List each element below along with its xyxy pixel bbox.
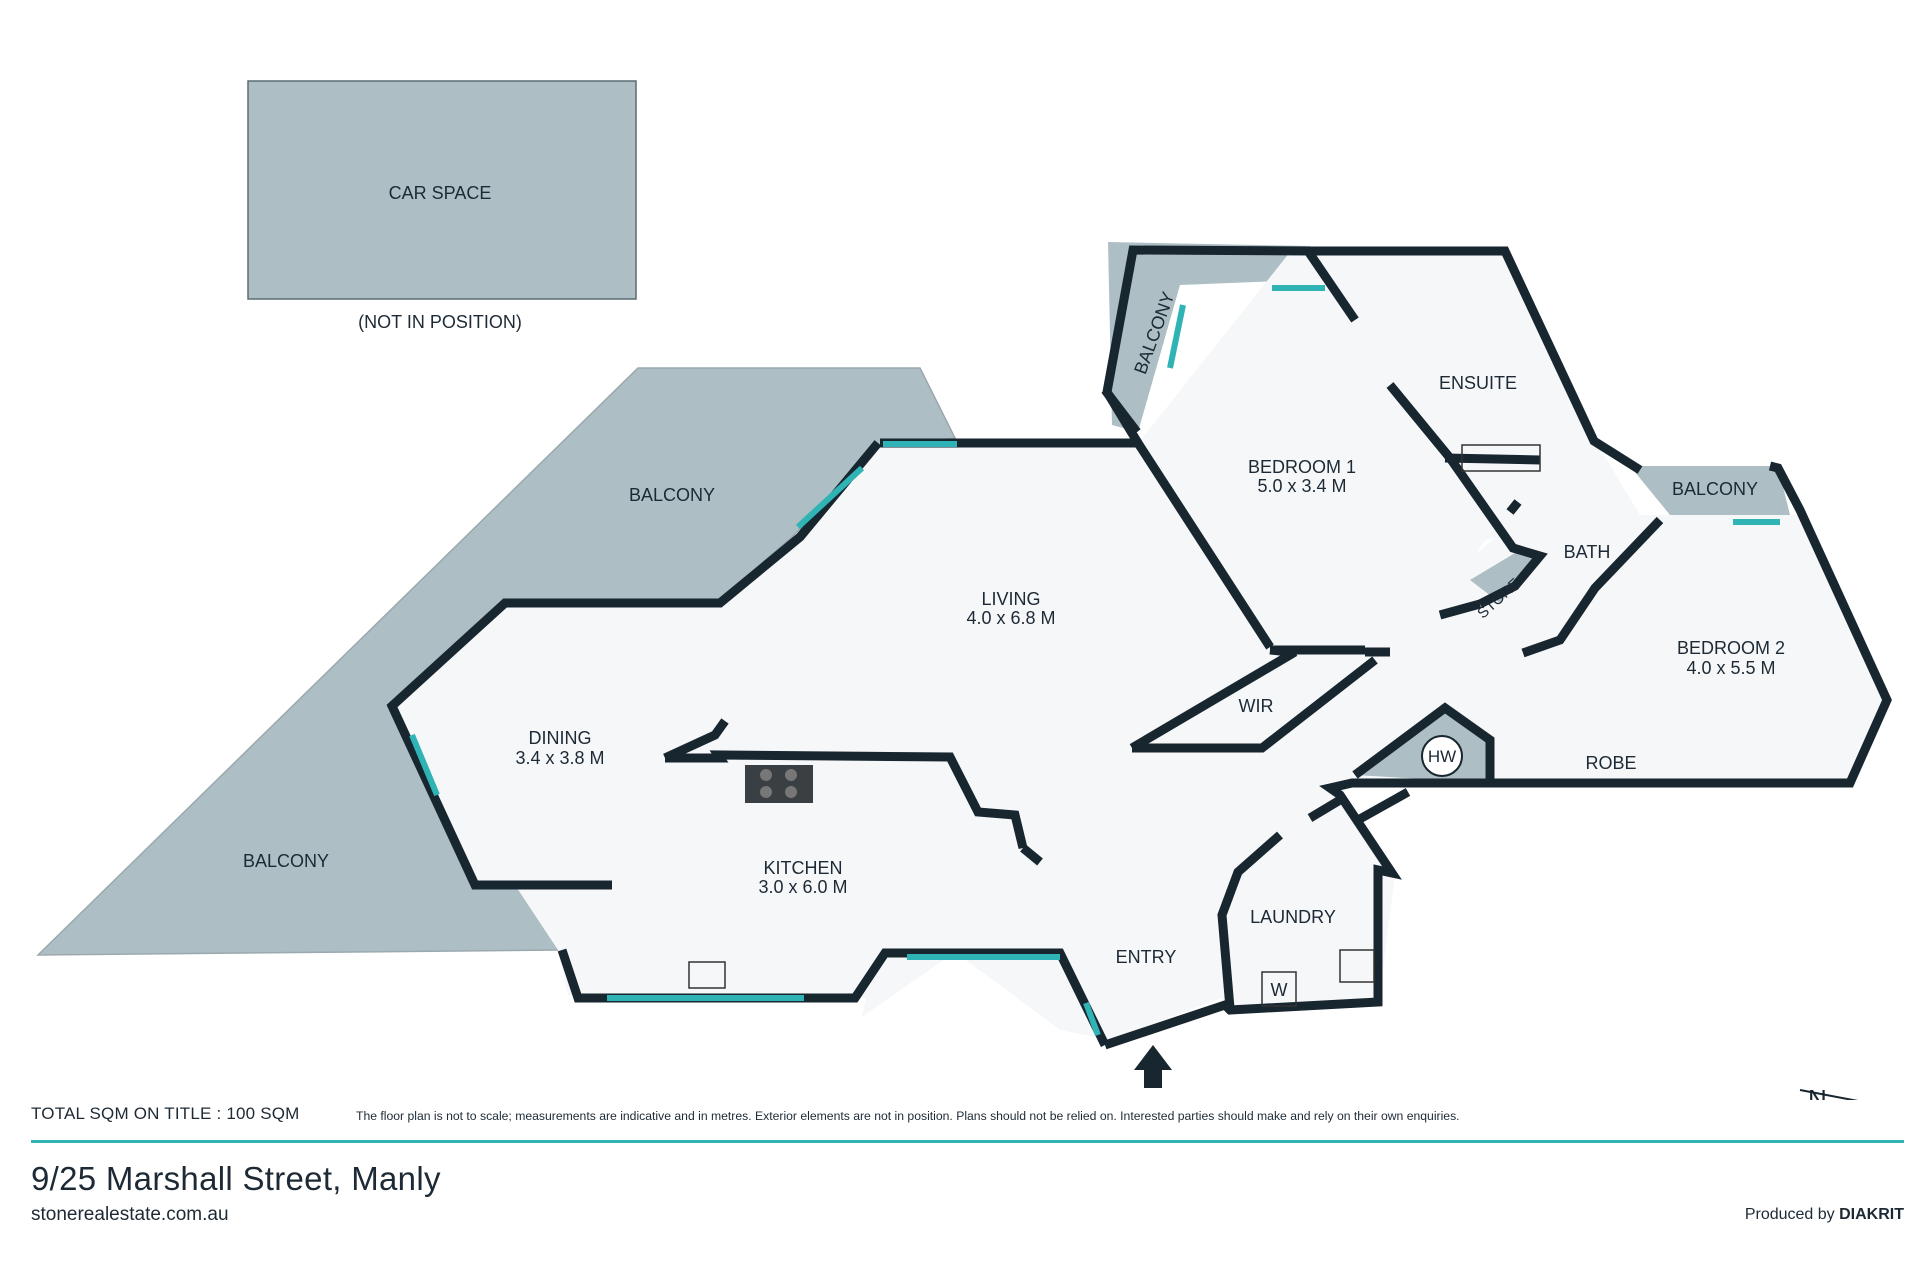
label-dining: DINING [529,728,592,748]
hot-water-icon [1421,735,1463,777]
bathtub-icon [1461,444,1541,472]
label-w: W [1271,980,1288,1000]
label-balcony-left: BALCONY [243,851,329,871]
balcony-bedroom2 [1630,466,1790,515]
floor-plan: CAR SPACE (NOT IN POSITION) BALCONY BALC… [36,80,1892,1100]
balcony-bedroom1-strip [1110,243,1158,390]
website-link[interactable]: stonerealestate.com.au [31,1204,229,1225]
label-wir: WIR [1239,696,1274,716]
label-bath: BATH [1564,542,1611,562]
north-label: N [1808,1084,1827,1100]
label-bedroom1: BEDROOM 1 [1248,457,1356,477]
store-area [1470,553,1540,603]
total-area: TOTAL SQM ON TITLE : 100 SQM [31,1104,300,1123]
entry-arrow-icon [1134,1045,1172,1088]
property-address: 9/25 Marshall Street, Manly [31,1160,441,1197]
label-laundry: LAUNDRY [1250,907,1336,927]
label-balcony-main: BALCONY [629,485,715,505]
disclaimer: The floor plan is not to scale; measurem… [356,1109,1460,1123]
label-bedroom2: BEDROOM 2 [1677,638,1785,658]
label-living-dim: 4.0 x 6.8 M [966,608,1055,628]
windows [409,285,1780,1037]
car-space [247,80,637,300]
label-balcony-bed2: BALCONY [1672,479,1758,499]
label-car-space: CAR SPACE [389,183,492,203]
label-living: LIVING [981,589,1040,609]
label-hw: HW [1428,747,1456,766]
label-dining-dim: 3.4 x 3.8 M [515,748,604,768]
washer-box [1261,971,1297,1007]
label-entry: ENTRY [1116,947,1177,967]
label-kitchen-dim: 3.0 x 6.0 M [758,877,847,897]
produced-by-prefix: Produced by [1744,1206,1835,1223]
balcony-bedroom1 [1108,242,1330,432]
produced-by-brand: DIAKRIT [1839,1206,1904,1223]
produced-by: Produced by DIAKRIT [1745,1206,1904,1224]
laundry-tub-icon [1339,949,1375,983]
label-robe: ROBE [1585,753,1636,773]
walls [386,245,1892,1050]
label-bedroom1-dim: 5.0 x 3.4 M [1257,476,1346,496]
label-kitchen: KITCHEN [763,858,842,878]
north-arrow-icon [1799,1089,1859,1100]
label-car-note: (NOT IN POSITION) [358,312,522,332]
kitchen-sink-icon [688,961,726,989]
divider [31,1140,1904,1143]
label-ensuite: ENSUITE [1439,373,1517,393]
cooktop [745,765,813,803]
bedroom-wing-floor [1140,252,1640,651]
label-bedroom2-dim: 4.0 x 5.5 M [1686,658,1775,678]
